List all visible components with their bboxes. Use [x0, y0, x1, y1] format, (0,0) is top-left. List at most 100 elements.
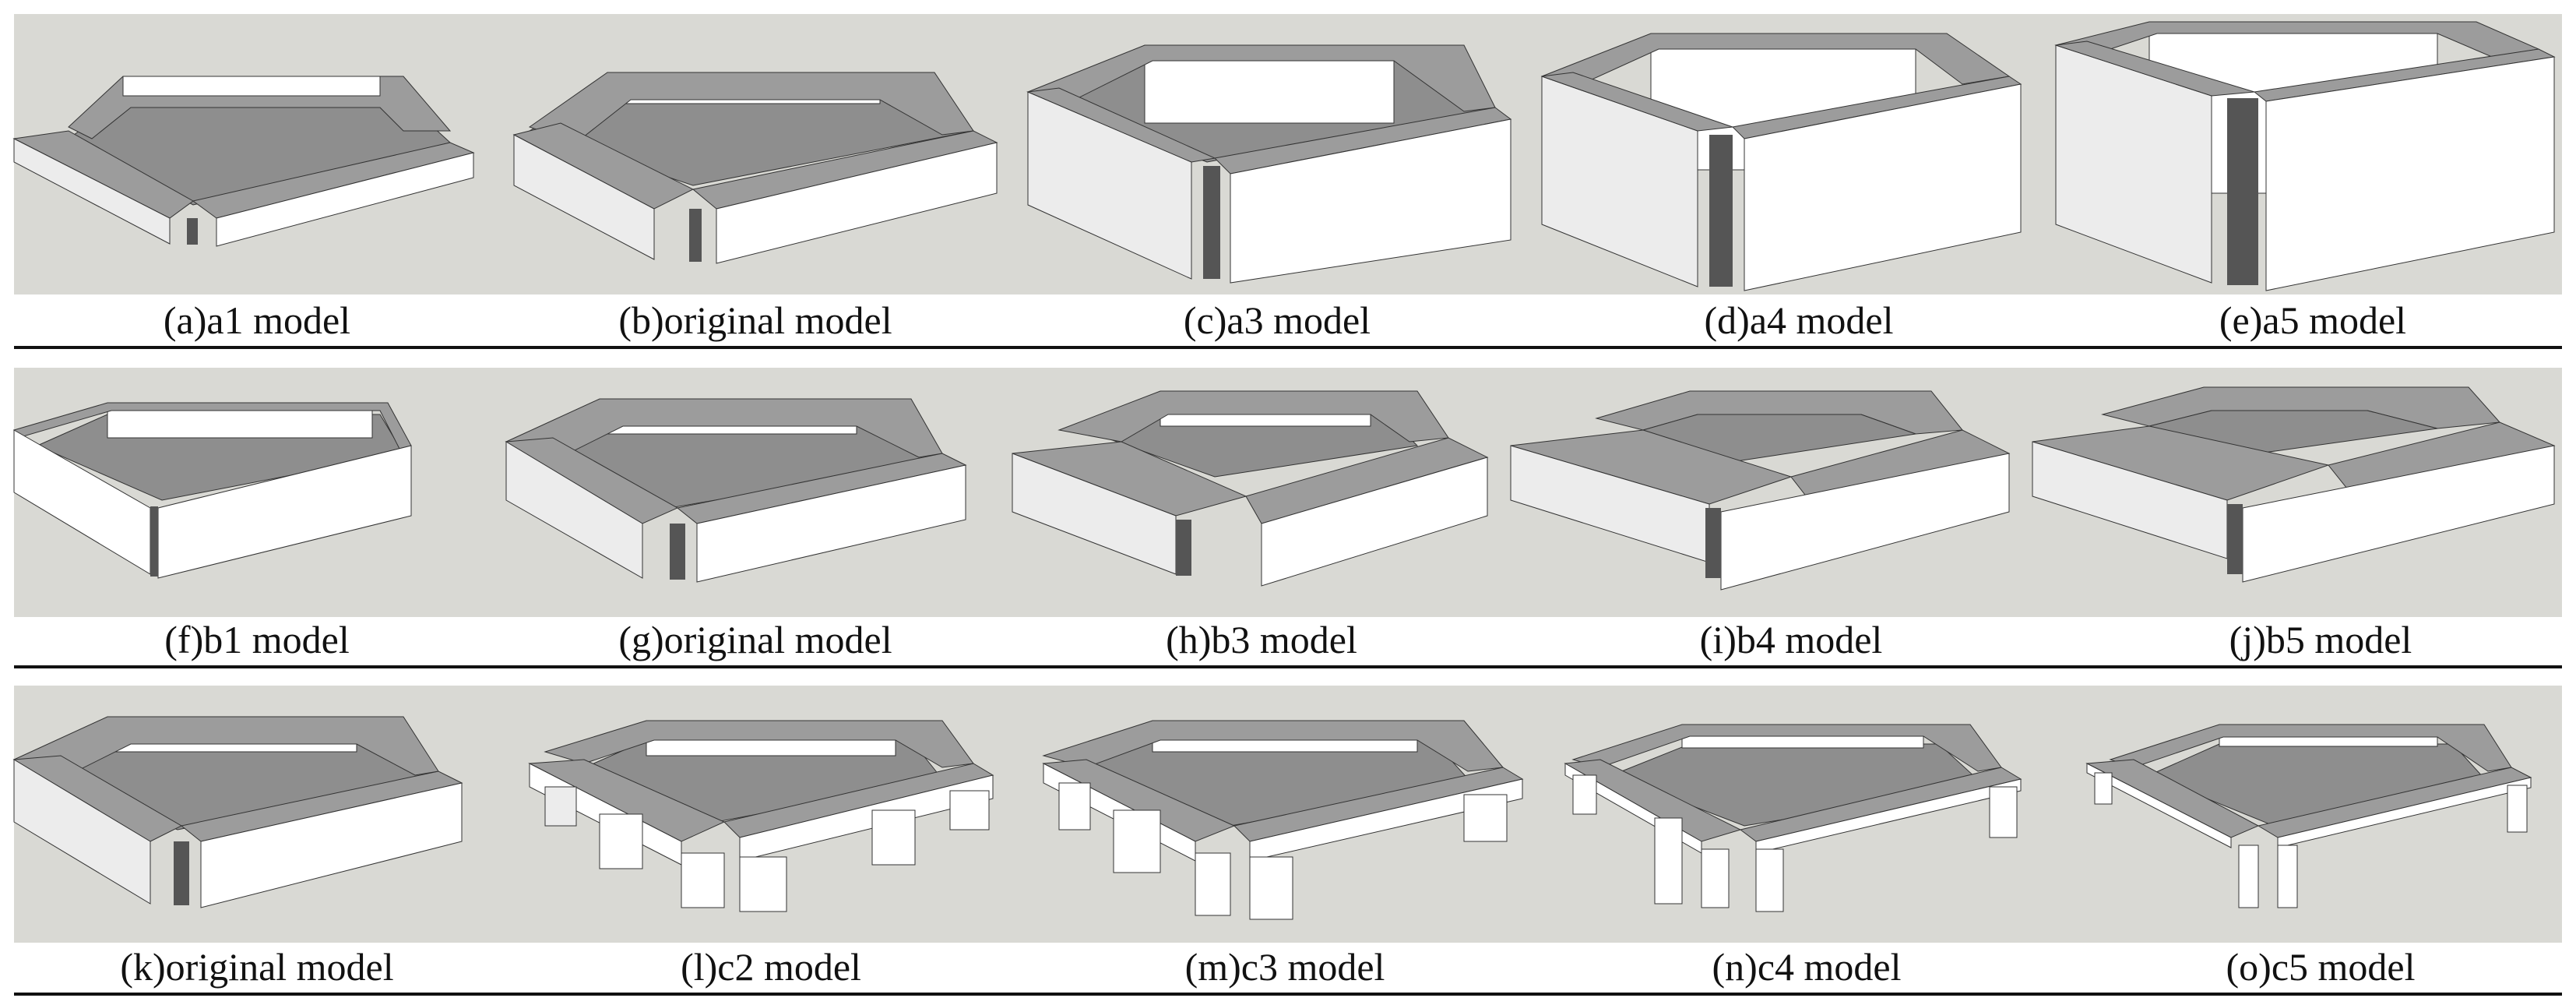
panel-f-b1-model	[12, 368, 497, 617]
row-1: (a)a1 model (b)original model (c)a3 mode…	[0, 0, 2576, 351]
pier	[1654, 817, 1683, 905]
pier	[1195, 852, 1231, 916]
b5-model-render	[2032, 386, 2556, 583]
panel-d-a4-model	[1540, 14, 2025, 294]
right-wing-front	[739, 774, 994, 862]
left-wing-front	[13, 138, 171, 245]
panel-l-c2-model	[528, 686, 1012, 943]
gap-slot	[1709, 135, 1733, 287]
pier	[1249, 856, 1293, 920]
gap-slot	[150, 506, 158, 577]
panel-j-b5-model	[2032, 368, 2556, 617]
panel-k-original-model	[12, 686, 497, 943]
caption-n: (n)c4 model	[1712, 945, 1902, 989]
pier	[2277, 845, 2298, 908]
pier	[1572, 774, 1597, 815]
pier	[949, 790, 990, 830]
caption-c: (c)a3 model	[1183, 298, 1371, 342]
left-wing-front	[513, 134, 655, 260]
right-wing-front	[696, 464, 966, 583]
right-wing-front	[1261, 457, 1488, 587]
courtyard-floor	[2148, 743, 2493, 827]
back-wall-top	[2109, 724, 2512, 772]
caption-b: (b)original model	[618, 298, 892, 342]
right-wing-front	[216, 152, 474, 247]
b-original-model-render	[512, 72, 998, 264]
gap-slot	[1203, 166, 1220, 279]
caption-m: (m)c3 model	[1184, 945, 1385, 989]
b3-model-render	[1012, 390, 1489, 587]
panel-e-a5-model	[2054, 14, 2556, 294]
back-wall-top	[528, 72, 974, 143]
c4-model-render	[1564, 724, 2022, 912]
row-3: (k)original model (l)c2 model (m)c3 mode…	[0, 670, 2576, 1005]
pier	[2238, 845, 2259, 908]
right-wing-front	[716, 142, 998, 264]
caption-l: (l)c2 model	[681, 945, 861, 989]
pier	[1113, 809, 1161, 873]
back-wall-face	[122, 76, 381, 97]
back-wall-top	[505, 398, 943, 462]
pier	[1463, 794, 1508, 842]
courtyard-floor	[1610, 743, 1987, 827]
c5-model-render	[2085, 724, 2532, 908]
back-wall-top	[1026, 44, 1496, 112]
caption-k: (k)original model	[120, 945, 394, 989]
pier	[681, 852, 725, 908]
caption-a: (a)a1 model	[163, 298, 351, 342]
gap-slot	[670, 524, 685, 580]
panel-b-original-model	[512, 14, 998, 294]
panel-o-c5-model	[2085, 686, 2554, 943]
back-wall-top	[1057, 390, 1449, 443]
pier	[1058, 782, 1091, 830]
pier	[599, 813, 643, 869]
g-original-model-render	[505, 398, 967, 583]
gap-slot	[1705, 508, 1721, 578]
back-wall-top	[1540, 33, 2011, 89]
left-wing-front	[505, 441, 643, 579]
pier	[739, 856, 787, 912]
panel-g-original-model	[505, 368, 989, 617]
caption-f: (f)b1 model	[164, 618, 350, 661]
pier	[1755, 848, 1784, 912]
caption-e: (e)a5 model	[2219, 298, 2407, 342]
row-2: (f)b1 model (g)original model (h)b3 mode…	[0, 351, 2576, 670]
right-wing-front	[1230, 118, 1511, 284]
gap-slot	[1176, 520, 1191, 576]
right-wing-front	[1249, 778, 1523, 862]
panel-a1-model	[12, 14, 497, 294]
a1-model-render	[12, 76, 475, 247]
back-wall-top	[12, 716, 439, 780]
gap-slot	[2227, 504, 2243, 574]
panel-i-b4-model	[1510, 368, 2011, 617]
back-wall-face	[107, 406, 373, 439]
right-wing-front	[1744, 83, 2022, 291]
caption-j: (j)b5 model	[2229, 618, 2412, 661]
pier	[2507, 785, 2528, 833]
caption-o: (o)c5 model	[2226, 945, 2416, 989]
caption-d: (d)a4 model	[1704, 298, 1894, 342]
gap-slot	[2227, 98, 2258, 285]
panel-c-a3-model	[1026, 14, 1512, 294]
b4-model-render	[1510, 390, 2011, 591]
back-wall-top	[1571, 724, 2002, 772]
panel-m-c3-model	[1042, 686, 1526, 943]
gap-slot	[174, 841, 189, 905]
a3-model-render	[1026, 44, 1512, 284]
k-original-model-render	[12, 716, 463, 908]
c2-model-render	[528, 720, 994, 912]
caption-g: (g)original model	[618, 618, 892, 661]
panel-n-c4-model	[1564, 686, 2032, 943]
right-wing-front	[200, 782, 463, 908]
panel-h-b3-model	[1012, 368, 1495, 617]
back-wall-top	[1042, 720, 1504, 772]
pier	[544, 786, 577, 827]
right-wing-front	[2277, 777, 2532, 848]
left-wing-front	[13, 759, 151, 905]
pier	[2094, 772, 2113, 805]
left-wing-front	[2086, 763, 2232, 848]
row-3-divider	[14, 993, 2562, 996]
b1-model-render	[12, 402, 412, 579]
caption-h: (h)b3 model	[1166, 618, 1357, 661]
gap-slot	[689, 209, 702, 262]
